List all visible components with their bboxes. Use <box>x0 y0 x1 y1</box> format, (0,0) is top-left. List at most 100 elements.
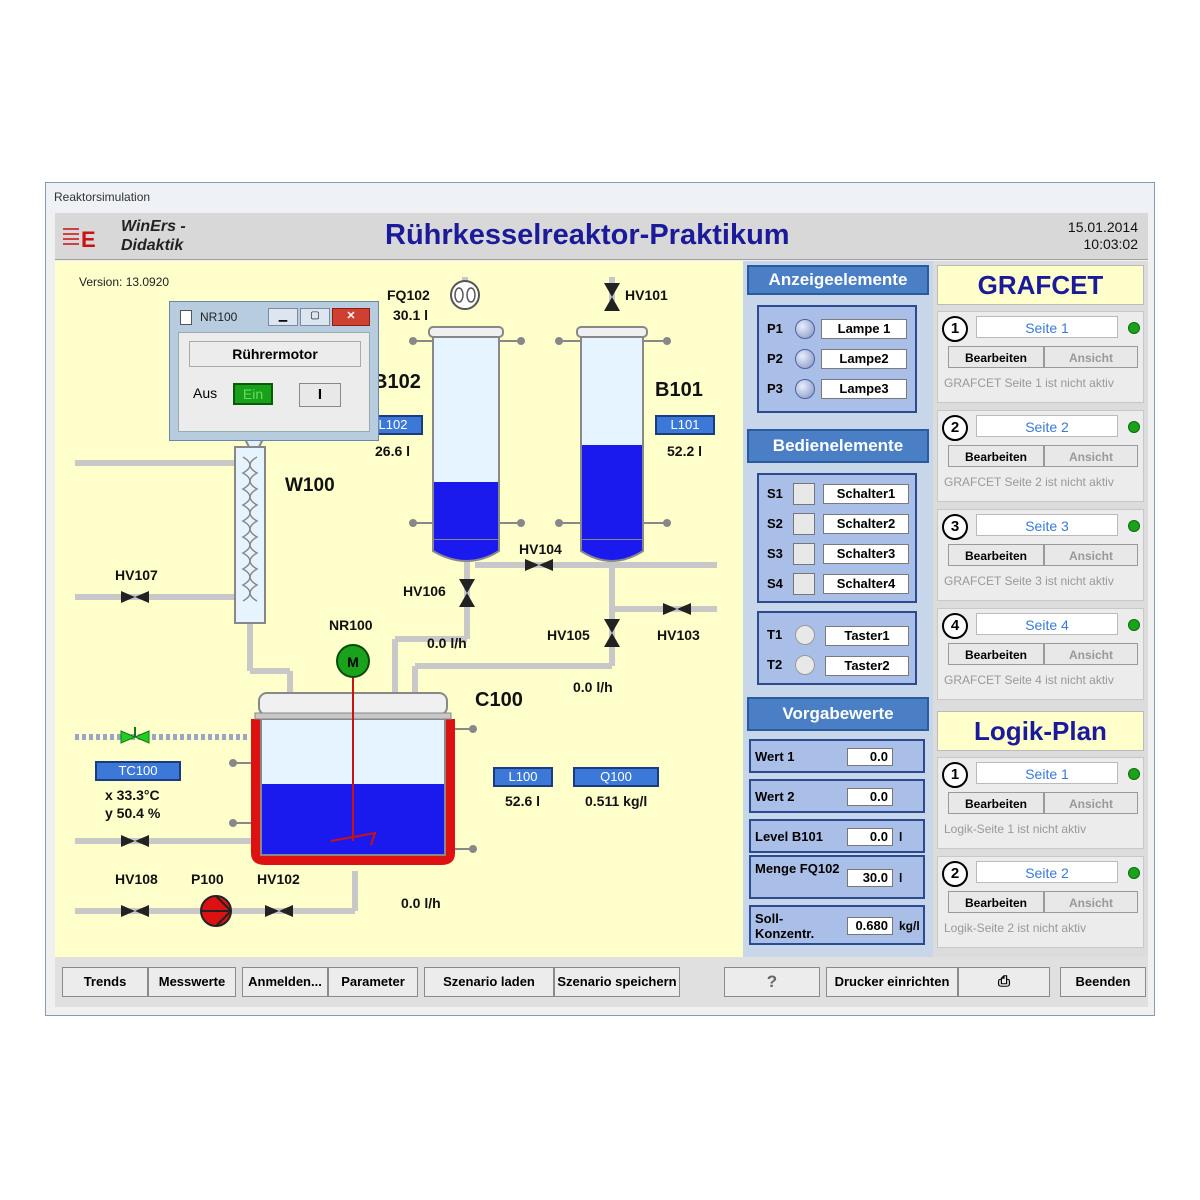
vorgabe-label: Menge FQ102 <box>755 861 840 876</box>
szenario-speichern-button[interactable]: Szenario speichern <box>554 967 680 997</box>
switch-checkbox[interactable] <box>793 483 815 505</box>
print-button[interactable]: ⎙ <box>958 967 1050 997</box>
logik-edit-button[interactable]: Bearbeiten <box>948 792 1044 814</box>
lamp-icon <box>795 349 815 369</box>
messwerte-button[interactable]: Messwerte <box>148 967 236 997</box>
vorgabe-row: Wert 2 0.0 <box>749 779 925 813</box>
push-button[interactable] <box>795 625 815 645</box>
grafcet-page-number: 3 <box>942 514 968 540</box>
motor-symbol: M <box>347 654 359 670</box>
grafcet-edit-button[interactable]: Bearbeiten <box>948 544 1044 566</box>
parameter-button[interactable]: Parameter <box>328 967 418 997</box>
help-button[interactable]: ? <box>724 967 820 997</box>
window-titlebar[interactable]: Reaktorsimulation <box>46 183 1154 211</box>
flow-hv105: 0.0 l/h <box>573 679 613 695</box>
vorgabe-unit: l <box>899 871 903 885</box>
push-button[interactable] <box>795 655 815 675</box>
hv103-label: HV103 <box>657 627 700 643</box>
l100-value: 52.6 l <box>505 793 541 809</box>
lamp-id-label: P1 <box>767 321 783 336</box>
logik-view-button[interactable]: Ansicht <box>1044 792 1138 814</box>
vorgabe-label: Wert 1 <box>755 749 795 764</box>
switch-id-label: S1 <box>767 486 783 501</box>
vorgabe-input[interactable]: 30.0 <box>847 869 893 887</box>
nr100-dialog[interactable]: NR100 ▁ ▢ ✕ Rührermotor Aus Ein I <box>169 301 379 441</box>
grafcet-page-button[interactable]: Seite 3 <box>976 514 1118 536</box>
grafcet-page-button[interactable]: Seite 4 <box>976 613 1118 635</box>
b102-label: B102 <box>373 371 421 393</box>
vorgabe-row: Menge FQ102 30.0 l <box>749 855 925 899</box>
switch-id-label: S2 <box>767 516 783 531</box>
grafcet-status-led <box>1128 619 1140 631</box>
grafcet-view-button[interactable]: Ansicht <box>1044 346 1138 368</box>
switch-id-label: S4 <box>767 576 783 591</box>
trends-button[interactable]: Trends <box>62 967 148 997</box>
dialog-maximize-button[interactable]: ▢ <box>300 308 330 326</box>
vorgabe-input[interactable]: 0.0 <box>847 828 893 846</box>
grafcet-view-button[interactable]: Ansicht <box>1044 544 1138 566</box>
c100-label: C100 <box>475 689 523 711</box>
vorgabe-input[interactable]: 0.0 <box>847 748 893 766</box>
vorgabe-input[interactable]: 0.0 <box>847 788 893 806</box>
vorgabe-label: Soll-Konzentr. <box>755 911 815 941</box>
tc100-tag[interactable]: TC100 <box>95 761 181 781</box>
dialog-close-button[interactable]: ✕ <box>332 308 370 326</box>
grafcet-edit-button[interactable]: Bearbeiten <box>948 643 1044 665</box>
switch-checkbox[interactable] <box>793 543 815 565</box>
logik-status-led <box>1128 867 1140 879</box>
dialog-minimize-button[interactable]: ▁ <box>268 308 298 326</box>
b101-label: B101 <box>655 379 703 401</box>
dialog-body: Rührermotor Aus Ein I <box>178 332 370 432</box>
tc100-y-value: y 50.4 % <box>105 805 161 821</box>
q100-tag[interactable]: Q100 <box>573 767 659 787</box>
logik-title: Logik-Plan <box>974 716 1107 746</box>
lamp-label: Lampe 1 <box>821 319 907 339</box>
switch-label: Schalter4 <box>823 574 909 594</box>
l100-tag[interactable]: L100 <box>493 767 553 787</box>
motor-toggle-button[interactable]: I <box>299 383 341 407</box>
w100-label: W100 <box>285 475 335 496</box>
button-label: Taster2 <box>825 656 909 676</box>
logik-page-button[interactable]: Seite 1 <box>976 762 1118 784</box>
grafcet-status-led <box>1128 322 1140 334</box>
logo-text: WinErs - Didaktik <box>121 218 186 254</box>
grafcet-view-button[interactable]: Ansicht <box>1044 445 1138 467</box>
logo-icon: E <box>61 223 101 252</box>
beenden-button[interactable]: Beenden <box>1060 967 1146 997</box>
logik-view-button[interactable]: Ansicht <box>1044 891 1138 913</box>
switch-checkbox[interactable] <box>793 513 815 535</box>
vorgabe-label: Level B101 <box>755 829 823 844</box>
vorgabe-label: Wert 2 <box>755 789 795 804</box>
hv105-label: HV105 <box>547 627 590 643</box>
vorgabe-unit: l <box>899 830 903 844</box>
grafcet-status-text: GRAFCET Seite 2 ist nicht aktiv <box>944 475 1114 489</box>
logik-edit-button[interactable]: Bearbeiten <box>948 891 1044 913</box>
hv107-label: HV107 <box>115 567 158 583</box>
drucker-einrichten-button[interactable]: Drucker einrichten <box>826 967 958 997</box>
dialog-title: NR100 <box>200 310 238 324</box>
grafcet-title: GRAFCET <box>977 270 1104 300</box>
grafcet-page-button[interactable]: Seite 2 <box>976 415 1118 437</box>
switch-checkbox[interactable] <box>793 573 815 595</box>
logik-status-text: Logik-Seite 2 ist nicht aktiv <box>944 921 1087 935</box>
anmelden-button[interactable]: Anmelden... <box>242 967 328 997</box>
grafcet-view-button[interactable]: Ansicht <box>1044 643 1138 665</box>
grafcet-page-button[interactable]: Seite 1 <box>976 316 1118 338</box>
vorgabe-input[interactable]: 0.680 <box>847 917 893 935</box>
grafcet-status-text: GRAFCET Seite 4 ist nicht aktiv <box>944 673 1114 687</box>
help-icon: ? <box>766 972 778 991</box>
logik-page-button[interactable]: Seite 2 <box>976 861 1118 883</box>
switch-label: Schalter2 <box>823 514 909 534</box>
motor-on-button[interactable]: Ein <box>233 383 273 405</box>
grafcet-page-number: 1 <box>942 316 968 342</box>
grafcet-edit-button[interactable]: Bearbeiten <box>948 445 1044 467</box>
l101-tag[interactable]: L101 <box>655 415 715 435</box>
grafcet-edit-button[interactable]: Bearbeiten <box>948 346 1044 368</box>
szenario-laden-button[interactable]: Szenario laden <box>424 967 554 997</box>
flow-bottom: 0.0 l/h <box>401 895 441 911</box>
